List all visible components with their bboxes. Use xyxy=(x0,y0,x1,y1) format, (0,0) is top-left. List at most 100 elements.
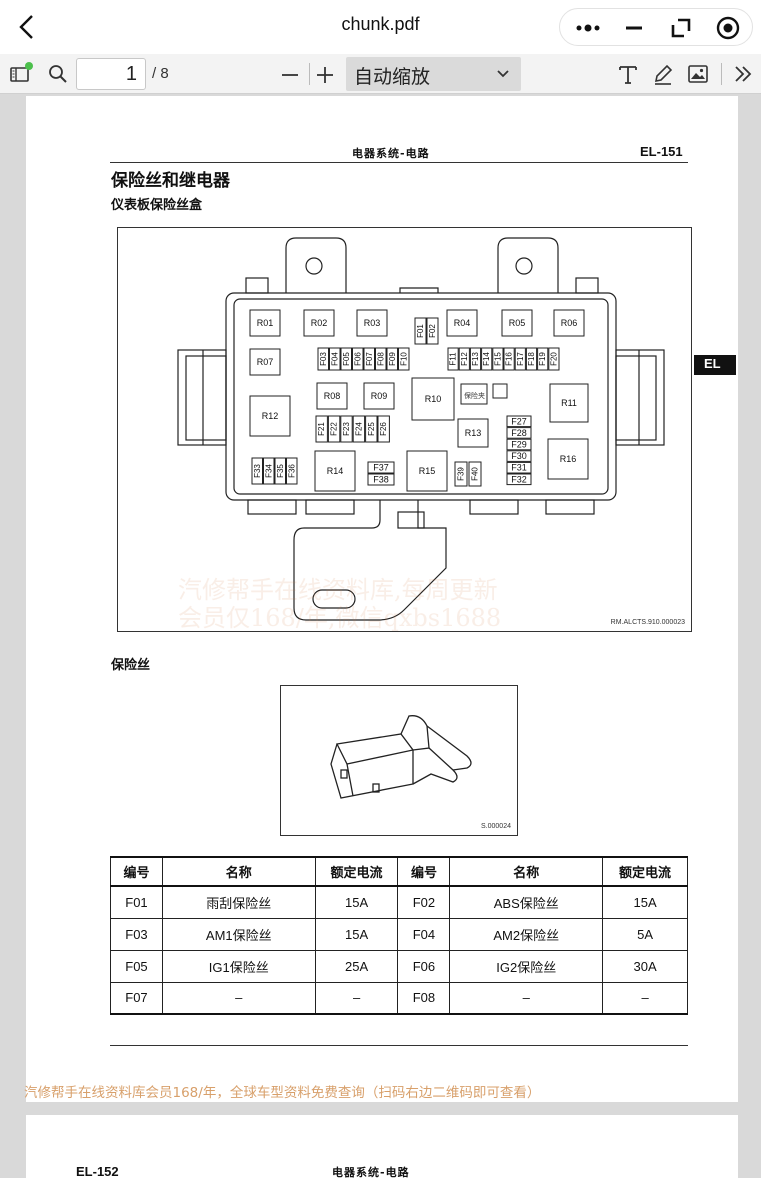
zoom-out-button[interactable] xyxy=(278,62,302,86)
chevron-down-icon xyxy=(497,70,509,78)
spare-slot xyxy=(492,383,508,399)
fuse-f17-box xyxy=(514,347,526,371)
side-tab: EL xyxy=(694,355,736,375)
window-controls xyxy=(559,8,753,46)
fuse-f30-label: F30 xyxy=(511,451,527,461)
relay-r06-box xyxy=(553,309,585,337)
image-tool-button[interactable] xyxy=(686,62,710,86)
plus-icon xyxy=(317,67,333,83)
fuse-f14-label: F14 xyxy=(482,352,491,366)
fuse-f18-label: F18 xyxy=(527,352,536,366)
text-tool-button[interactable] xyxy=(616,62,640,86)
column-header: 编号 xyxy=(110,856,163,887)
draw-tool-button[interactable] xyxy=(651,62,675,86)
relay-r15-label: R15 xyxy=(419,466,436,476)
relay-r11-label: R11 xyxy=(561,398,577,408)
fuse-f28-box xyxy=(506,427,532,439)
fuse-f02-label: F02 xyxy=(428,324,437,338)
fuse-f38-label: F38 xyxy=(373,475,389,485)
fuse-f28-label: F28 xyxy=(511,428,527,438)
column-header: 额定电流 xyxy=(602,856,688,887)
table-cell: F03 xyxy=(110,917,163,951)
fuse-f22-box xyxy=(327,415,341,443)
fuse-f03-label: F03 xyxy=(319,352,328,366)
fuse-illustration-code: S.000024 xyxy=(481,823,511,830)
fuse-f04-box xyxy=(329,347,341,371)
toolbar-divider xyxy=(721,63,722,85)
chevron-left-icon xyxy=(19,15,33,39)
restore-button[interactable] xyxy=(667,14,695,42)
diagram-code: RM.ALCTS.910.000023 xyxy=(610,619,685,626)
table-cell: 15A xyxy=(314,885,399,919)
table-cell: IG1保险丝 xyxy=(161,949,316,983)
zoom-in-button[interactable] xyxy=(313,62,337,86)
relay-r13-box xyxy=(457,418,489,448)
relay-r04-label: R04 xyxy=(454,318,471,328)
minimize-button[interactable] xyxy=(620,14,648,42)
fuse-f12-label: F12 xyxy=(460,352,469,366)
sidebar-toggle-button[interactable] xyxy=(8,62,33,86)
fuse-f05-label: F05 xyxy=(342,352,351,366)
zoom-select-value: 自动缩放 xyxy=(354,66,431,88)
fuse-f19-box xyxy=(537,347,549,371)
search-button[interactable] xyxy=(46,62,70,86)
table-cell: 雨刮保险丝 xyxy=(161,885,316,919)
column-header: 名称 xyxy=(449,856,604,887)
relay-r02-box xyxy=(303,309,335,337)
fuse-f09-box xyxy=(386,347,398,371)
fuse-puller-label: 保险夹 xyxy=(464,391,485,400)
fuse-f31-box xyxy=(506,461,532,474)
fuse-f08-box xyxy=(375,347,387,371)
relay-r03-label: R03 xyxy=(364,318,381,328)
record-button[interactable] xyxy=(714,14,742,42)
fuse-f38-box xyxy=(367,473,395,486)
relay-r03-box xyxy=(356,309,388,337)
page-number-input[interactable] xyxy=(76,58,146,90)
table-cell: F02 xyxy=(397,885,451,919)
fuse-f32-box xyxy=(506,473,532,486)
fuse-f36-box xyxy=(286,457,298,485)
fuse-f11-label: F11 xyxy=(449,352,458,366)
page-total: / 8 xyxy=(152,65,169,82)
relay-r13-label: R13 xyxy=(465,428,482,438)
relay-r08-label: R08 xyxy=(324,391,341,401)
fuse-f35-box xyxy=(274,457,286,485)
fuse-f34-label: F34 xyxy=(264,464,273,478)
fuse-f16-box xyxy=(503,347,515,371)
column-header: 编号 xyxy=(397,856,451,887)
fuse-f22-label: F22 xyxy=(330,422,339,436)
minus-icon xyxy=(282,74,298,76)
relay-r01-label: R01 xyxy=(257,318,274,328)
fuse-f34-box xyxy=(263,457,275,485)
fuse-f39-label: F39 xyxy=(457,467,466,481)
fuse-f40-label: F40 xyxy=(471,467,480,481)
table-cell: – xyxy=(161,981,316,1015)
fuse-f36-label: F36 xyxy=(287,464,296,478)
relay-r05-label: R05 xyxy=(509,318,526,328)
expand-toolbar-button[interactable] xyxy=(731,62,755,86)
table-cell: – xyxy=(449,981,604,1015)
fuse-f39-box xyxy=(454,461,468,487)
fuse-f09-label: F09 xyxy=(388,352,397,366)
fuse-f14-box xyxy=(481,347,493,371)
table-cell: F04 xyxy=(397,917,451,951)
fuse-f37-label: F37 xyxy=(373,463,389,473)
document-title: chunk.pdf xyxy=(341,14,420,34)
fuse-f40-box xyxy=(468,461,482,487)
more-button[interactable] xyxy=(574,14,602,42)
fuse-f29-box xyxy=(506,438,532,451)
relay-r16-label: R16 xyxy=(560,454,577,464)
fuse-f31-label: F31 xyxy=(511,463,527,473)
page-header-center: 电器系统-电路 xyxy=(332,1166,410,1178)
fuse-f33-box xyxy=(251,457,263,485)
zoom-select[interactable]: 自动缩放 xyxy=(346,57,521,91)
fuse-f21-label: F21 xyxy=(317,422,326,436)
fuse-f10-label: F10 xyxy=(399,352,408,366)
table-cell: 25A xyxy=(314,949,399,983)
relay-r11-box xyxy=(549,383,589,423)
fuse-f27-label: F27 xyxy=(511,416,527,426)
pdf-page-2: EL-152 电器系统-电路 xyxy=(26,1115,738,1178)
fuse-f25-box xyxy=(365,415,378,443)
back-button[interactable] xyxy=(12,12,42,42)
fuse-f32-label: F32 xyxy=(511,474,527,484)
